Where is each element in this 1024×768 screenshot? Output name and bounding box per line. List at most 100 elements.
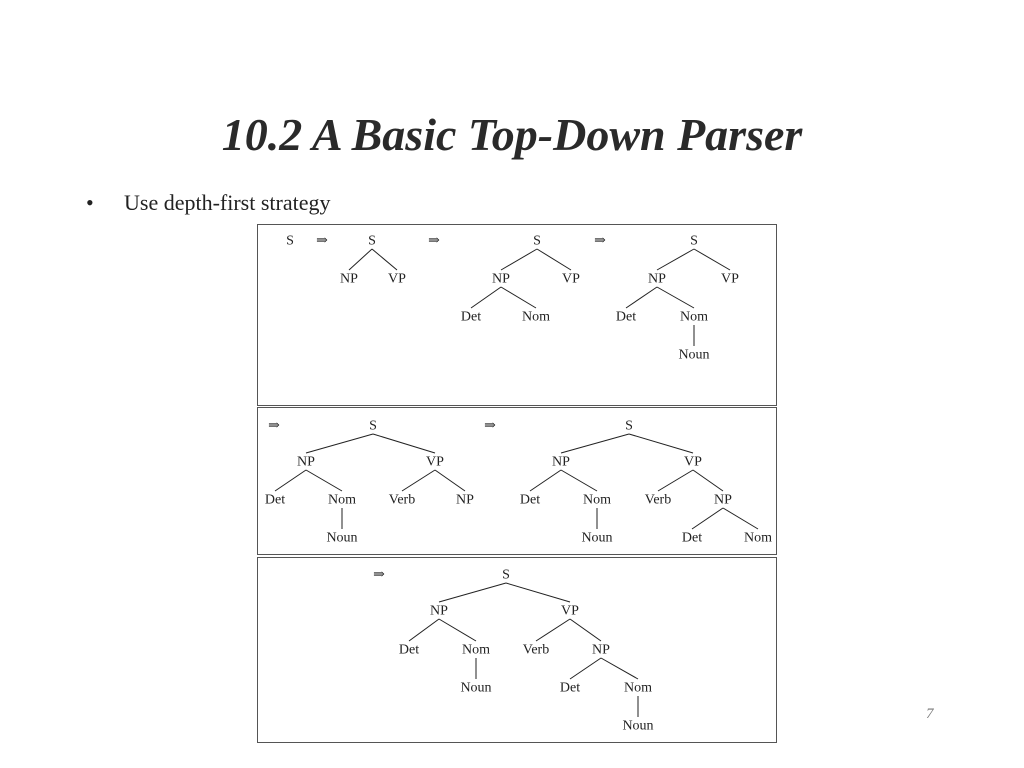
tree-edge — [536, 248, 572, 271]
tree-edge — [535, 618, 571, 642]
bullet-text: Use depth-first strategy — [124, 190, 331, 215]
tree-node-s: S — [625, 419, 633, 434]
tree-node-det: Det — [560, 681, 580, 696]
page-number: 7 — [926, 706, 934, 722]
tree-node-s: S — [368, 234, 376, 249]
tree-edge — [371, 248, 398, 271]
tree-node-det: Det — [616, 310, 636, 325]
derivation-arrow: ⇒ — [594, 234, 606, 249]
bullet-item: • Use depth-first strategy — [86, 190, 331, 216]
tree-node-np: NP — [456, 493, 474, 508]
tree-edge — [348, 248, 373, 271]
tree-node-noun: Noun — [622, 719, 653, 734]
tree-edge — [656, 286, 695, 309]
tree-node-s: S — [369, 419, 377, 434]
tree-edge — [560, 433, 630, 454]
tree-node-vp: VP — [388, 272, 406, 287]
tree-node-vp: VP — [562, 272, 580, 287]
tree-node-nom: Nom — [744, 531, 772, 546]
tree-node-s: S — [533, 234, 541, 249]
parse-tree: S — [286, 234, 294, 249]
tree-edge — [438, 582, 507, 603]
tree-edge — [656, 248, 695, 271]
tree-edge — [657, 469, 694, 492]
tree-node-noun: Noun — [326, 531, 357, 546]
tree-edge — [722, 507, 759, 530]
tree-node-det: Det — [520, 493, 540, 508]
tree-node-noun: Noun — [678, 348, 709, 363]
tree-node-np: NP — [714, 493, 732, 508]
tree-node-noun: Noun — [460, 681, 491, 696]
tree-node-det: Det — [399, 643, 419, 658]
tree-node-np: NP — [297, 455, 315, 470]
tree-node-nom: Nom — [328, 493, 356, 508]
tree-edge — [505, 582, 571, 603]
tree-edge — [560, 469, 598, 492]
tree-node-vp: VP — [561, 604, 579, 619]
tree-node-s: S — [690, 234, 698, 249]
tree-node-verb: Verb — [389, 493, 415, 508]
tree-edge — [401, 469, 436, 492]
tree-node-nom: Nom — [624, 681, 652, 696]
derivation-arrow: ⇒ — [484, 419, 496, 434]
tree-edge — [625, 286, 658, 309]
tree-edge — [529, 469, 562, 492]
tree-node-nom: Nom — [462, 643, 490, 658]
tree-edge — [434, 469, 466, 492]
tree-node-vp: VP — [426, 455, 444, 470]
parse-tree: S NP VP Det Nom Verb NP Noun — [265, 419, 474, 546]
tree-node-verb: Verb — [523, 643, 549, 658]
tree-node-det: Det — [682, 531, 702, 546]
tree-node-det: Det — [265, 493, 285, 508]
derivation-arrow: ⇒ — [373, 568, 385, 583]
derivation-arrow: ⇒ — [316, 234, 328, 249]
tree-edge — [305, 433, 374, 454]
tree-edge — [372, 433, 436, 454]
tree-node-nom: Nom — [522, 310, 550, 325]
tree-node-s: S — [286, 234, 294, 249]
tree-node-s: S — [502, 568, 510, 583]
tree-node-np: NP — [492, 272, 510, 287]
tree-edge — [408, 618, 440, 642]
parse-tree: S NP VP Det Nom — [461, 234, 580, 325]
parse-tree: S NP VP — [340, 234, 406, 287]
tree-edge — [438, 618, 477, 642]
tree-edge — [628, 433, 694, 454]
tree-edge — [500, 248, 538, 271]
tree-edge — [692, 469, 724, 492]
tree-node-np: NP — [648, 272, 666, 287]
tree-node-nom: Nom — [583, 493, 611, 508]
tree-node-nom: Nom — [680, 310, 708, 325]
tree-edge — [691, 507, 724, 530]
tree-node-verb: Verb — [645, 493, 671, 508]
tree-edge — [305, 469, 343, 492]
bullet-marker: • — [86, 190, 94, 215]
tree-node-vp: VP — [684, 455, 702, 470]
tree-edge — [600, 657, 639, 680]
tree-edge — [569, 657, 602, 680]
tree-node-np: NP — [340, 272, 358, 287]
slide-title: 10.2 A Basic Top-Down Parser — [221, 109, 803, 160]
tree-node-np: NP — [552, 455, 570, 470]
tree-node-det: Det — [461, 310, 481, 325]
tree-node-np: NP — [592, 643, 610, 658]
tree-edge — [274, 469, 307, 492]
tree-edge — [470, 286, 502, 309]
derivation-arrow: ⇒ — [428, 234, 440, 249]
tree-edge — [500, 286, 537, 309]
tree-node-np: NP — [430, 604, 448, 619]
tree-edge — [569, 618, 602, 642]
derivation-arrow: ⇒ — [268, 419, 280, 434]
tree-node-noun: Noun — [581, 531, 612, 546]
tree-node-vp: VP — [721, 272, 739, 287]
tree-edge — [693, 248, 731, 271]
